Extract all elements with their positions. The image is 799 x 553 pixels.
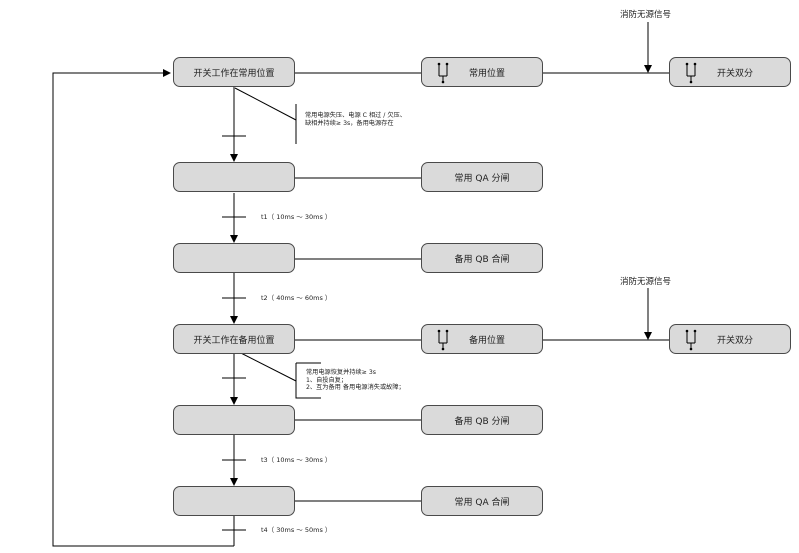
fire-signal-label: 消防无源信号 [620,277,672,287]
action-standby-position: 备用位置 [421,324,543,354]
action-label: 常用 QA 合闸 [454,497,510,508]
action-label: 备用位置 [468,335,505,346]
action-qb-close: 备用 QB 合闸 [421,243,543,273]
action-qb-open: 备用 QB 分闸 [421,405,543,435]
condition-note-2: 常用电源恢复并持续≥ 3s 1、自投自复； 2、互为备用 备用电源消失或故障； [306,369,405,391]
step-label: 开关工作在备用位置 [193,335,275,346]
step-label: 开关工作在常用位置 [193,68,275,79]
step-normal-position: 开关工作在常用位置 [173,57,295,87]
action-label: 常用 QA 分闸 [454,173,510,184]
step-box-3 [173,243,295,273]
action-normal-position: 常用位置 [421,57,543,87]
output-label: 开关双分 [716,335,753,346]
loop-back-line [52,69,234,547]
timer-t2: t2（ 40ms ～ 60ms ） [261,294,332,302]
timer-t1: t1（ 10ms ～ 30ms ） [261,213,332,221]
condition-note-1: 常用电源失压、电源 C 相过 / 欠压、 缺相并持续≥ 3s，备用电源存在 [305,112,406,127]
output-dual-open-2: 开关双分 [669,324,791,354]
output-label: 开关双分 [716,68,753,79]
timer-t3: t3（ 10ms ～ 30ms ） [261,456,332,464]
action-qa-close: 常用 QA 合闸 [421,486,543,516]
action-label: 常用位置 [468,68,505,79]
action-qa-open: 常用 QA 分闸 [421,162,543,192]
action-label: 备用 QB 分闸 [454,416,510,427]
timer-t4: t4（ 30ms ～ 50ms ） [261,526,332,534]
step-box-2 [173,162,295,192]
step-standby-position: 开关工作在备用位置 [173,324,295,354]
action-label: 备用 QB 合闸 [454,254,510,265]
fire-signal-label: 消防无源信号 [620,10,672,20]
switch-icon [437,62,449,84]
switch-icon [437,329,449,351]
step-box-6 [173,486,295,516]
output-dual-open-1: 开关双分 [669,57,791,87]
switch-icon [685,329,697,351]
switch-icon [685,62,697,84]
step-box-5 [173,405,295,435]
